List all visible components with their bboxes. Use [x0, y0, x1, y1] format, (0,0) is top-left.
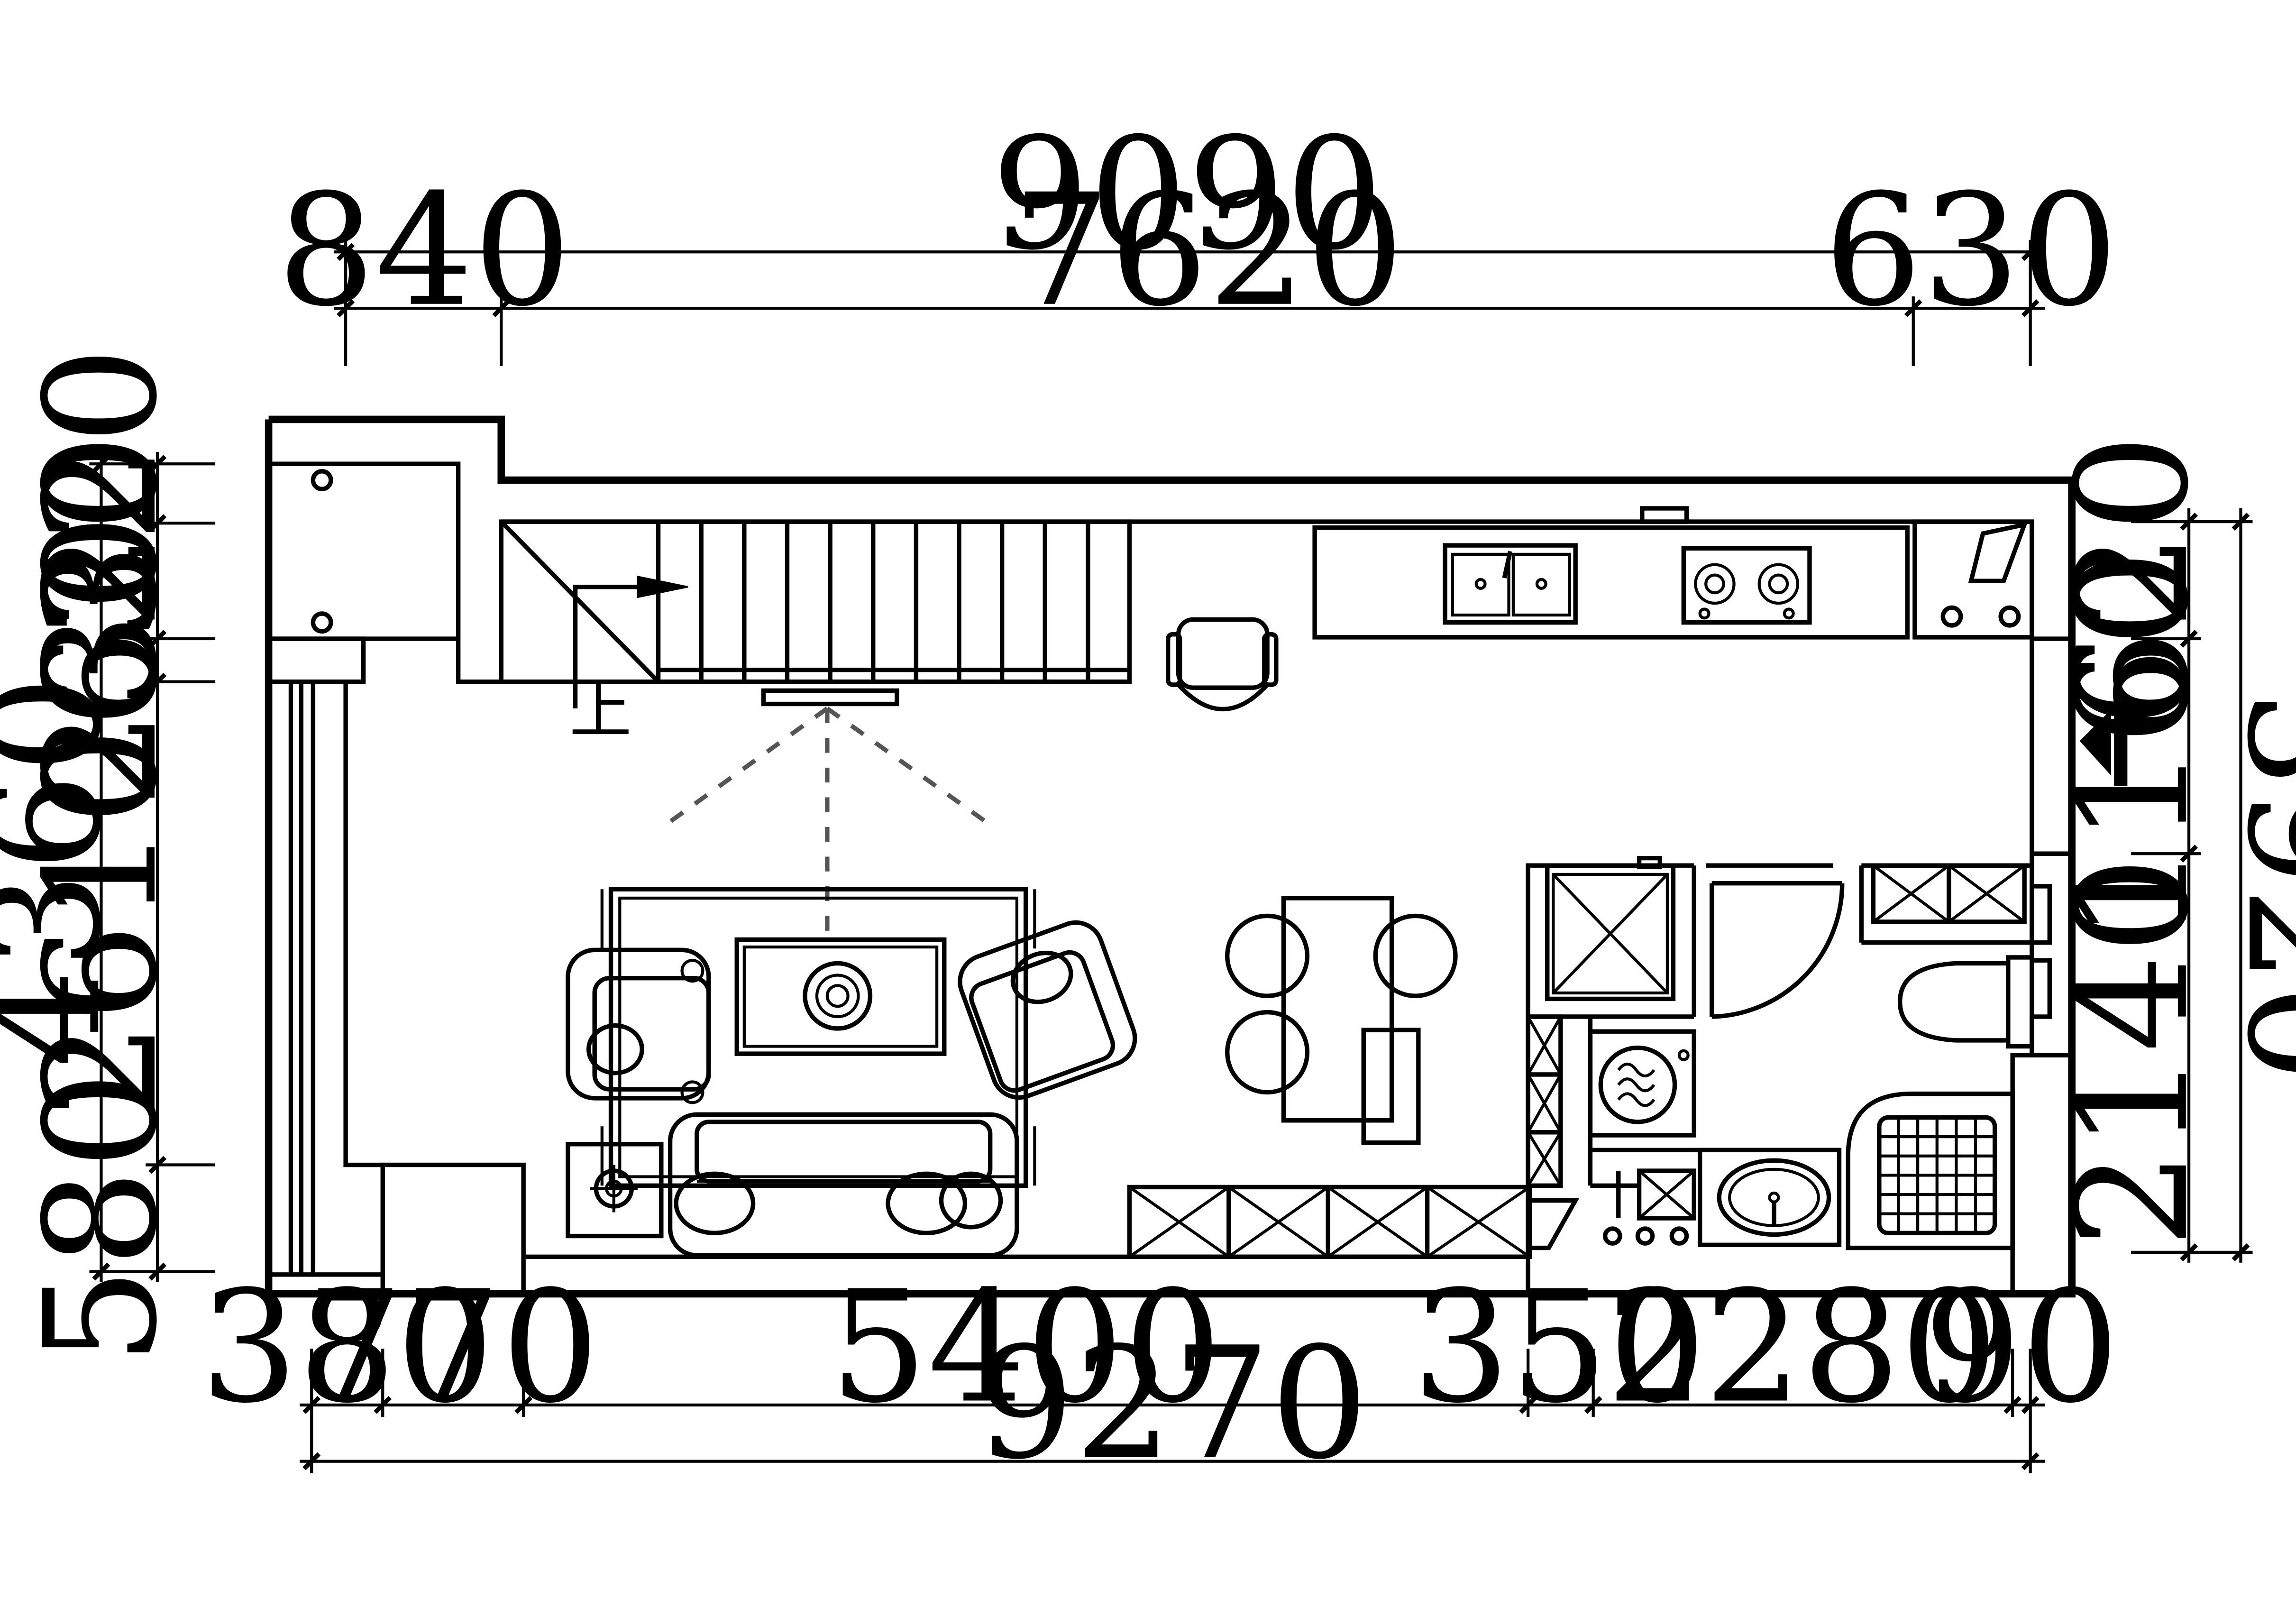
armchair-right	[958, 920, 1137, 1100]
balcony-rail	[268, 681, 383, 1277]
stair-direction-arrow-icon	[573, 575, 688, 708]
dim-top-seg-1: 840	[277, 161, 571, 340]
tv-unit	[661, 688, 995, 937]
low-cabinet	[1127, 1185, 1532, 1259]
washing-machine-icon	[1588, 1029, 1696, 1138]
water-heater-icon	[1912, 519, 2034, 640]
dim-bottom-overall: 9270	[976, 1314, 1368, 1493]
dim-bottom-seg-6: 90	[1923, 1257, 2120, 1437]
dim-left-seg-5: 580	[11, 1071, 191, 1365]
plant-icon	[803, 961, 873, 1031]
fridge-icon	[1545, 855, 1676, 1002]
dim-bottom-seg-2: 770	[305, 1257, 599, 1437]
dining-table	[1281, 896, 1394, 1123]
knob-icon	[1602, 1226, 1689, 1246]
shower-tray-icon	[1846, 1091, 2015, 1250]
dim-top-seg-2: 7620	[1012, 161, 1404, 340]
toilet-icon	[1897, 884, 2052, 1049]
side-table	[566, 1142, 664, 1239]
chair-kitchen	[1166, 617, 1279, 712]
dim-left-seg-4: 2610	[11, 727, 191, 1119]
sofa	[668, 1112, 1019, 1258]
rug	[600, 887, 1036, 1188]
dim-left-seg-2: 620	[11, 434, 191, 728]
tall-cabinet-icon	[1526, 1014, 1563, 1188]
bathroom-door-icon	[1710, 881, 1845, 1019]
column	[380, 1162, 526, 1296]
dim-top-seg-3: 630	[1824, 161, 2118, 340]
dim-bottom-seg-5: 2280	[1606, 1257, 1998, 1437]
stair-up-label: 上	[569, 674, 631, 747]
kitchen-sink-icon	[1443, 543, 1578, 625]
dim-top-overall: 9090	[991, 104, 1383, 284]
dining-bench	[1361, 1028, 1421, 1145]
coffee-table	[734, 937, 947, 1056]
storage-cabinet-left	[311, 469, 333, 634]
top-dimension-lines	[334, 240, 2045, 366]
dim-bottom-seg-4: 350	[1412, 1257, 1706, 1437]
small-cabinet-icon	[1590, 1168, 1696, 1221]
entrance-arrow-icon	[2079, 698, 2128, 786]
gas-stove-icon	[1681, 546, 1812, 625]
armchair-left	[566, 947, 711, 1104]
dim-bottom-seg-3: 5400	[830, 1257, 1222, 1437]
right-dimension-lines	[2131, 508, 2253, 1263]
dim-right-overall: 3920	[2213, 690, 2296, 1082]
dining-chair	[1225, 913, 1458, 1095]
bottom-dimension-lines	[300, 1349, 2045, 1473]
kitchen-counter	[1312, 506, 1910, 640]
upper-cabinet-icon	[1871, 863, 2027, 924]
dim-left-seg-3: 230	[11, 514, 191, 808]
dim-left-overall: 4360	[0, 675, 135, 1067]
left-dimension-lines	[89, 452, 216, 1282]
washbasin-icon	[1698, 1148, 1842, 1247]
dim-left-seg-1: 320	[11, 347, 191, 641]
dim-bottom-seg-1: 380	[200, 1257, 494, 1437]
staircase	[499, 519, 1132, 684]
